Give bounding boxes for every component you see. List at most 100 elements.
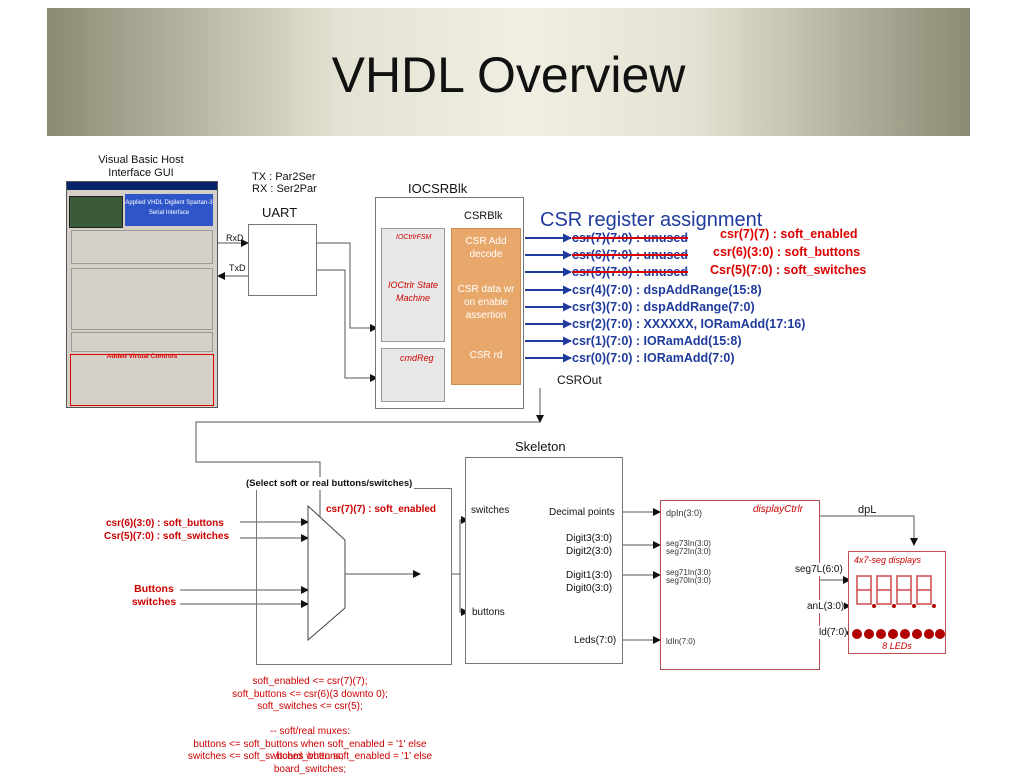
code-line-5: -- soft/real muxes: bbox=[269, 726, 351, 737]
dpin-port: dpIn(3:0) bbox=[666, 508, 703, 518]
csr-wr-line3: assertion bbox=[465, 310, 507, 321]
mux-caption: (Select soft or real buttons/switches) bbox=[244, 477, 415, 490]
skeleton-leds: Leds(7:0) bbox=[574, 635, 617, 646]
csr-row-0: csr(0)(7:0) : IORamAdd(7:0) bbox=[572, 351, 735, 365]
skeleton-digit0: Digit0(3:0) bbox=[566, 583, 613, 594]
csr-row-1: csr(1)(7:0) : IORamAdd(15:8) bbox=[572, 334, 742, 348]
skeleton-digit2: Digit2(3:0) bbox=[566, 546, 613, 557]
mux-select-label: csr(7)(7) : soft_enabled bbox=[326, 504, 437, 515]
seven-seg-title: 4x7-seg displays bbox=[854, 555, 922, 565]
dpl-line bbox=[818, 515, 918, 546]
seven-seg-digits bbox=[856, 575, 936, 608]
gui-banner-line1: Applied VHDL Digilent Spartan-3 bbox=[125, 200, 213, 206]
csr-row-3: csr(3)(7:0) : dspAddRange(7:0) bbox=[572, 300, 755, 314]
csrout-label: CSROut bbox=[557, 373, 602, 387]
csrblk-name: CSRBlk bbox=[464, 210, 503, 222]
csr-rd-label: CSR rd bbox=[469, 350, 503, 361]
mux-shape bbox=[307, 504, 346, 642]
mux-real-line2: switches bbox=[131, 596, 177, 608]
fsm-block: IOCtrlrFSM IOCtrlr State Machine bbox=[381, 228, 445, 342]
seven-seg-panel: 4x7-seg displays 8 LEDs bbox=[848, 551, 946, 654]
seg7l-label: seg7L(6:0) bbox=[795, 563, 843, 576]
csr-replacement-7: csr(7)(7) : soft_enabled bbox=[720, 227, 858, 241]
csr-row-5: csr(5)(7:0) : unused bbox=[572, 265, 688, 279]
gui-virtual-controls-box: Added Virtual Controls bbox=[70, 353, 214, 406]
gui-titlebar bbox=[67, 182, 217, 190]
txd-label: TxD bbox=[229, 263, 246, 273]
csr-wr-label: CSR data wr on enable assertion bbox=[452, 283, 520, 322]
csr-row-2: csr(2)(7:0) : XXXXXX, IORamAdd(17:16) bbox=[572, 317, 806, 331]
title-banner: VHDL Overview bbox=[47, 8, 970, 136]
code-line-7: switches <= soft_switches when soft_enab… bbox=[187, 751, 433, 775]
csr-decode-block: CSR Add decode CSR data wr on enable ass… bbox=[451, 228, 521, 385]
csr-row-4: csr(4)(7:0) : dspAddRange(15:8) bbox=[572, 283, 762, 297]
csr-replacement-6: csr(6)(3:0) : soft_buttons bbox=[713, 245, 861, 259]
code-line-6: buttons <= soft_buttons when soft_enable… bbox=[193, 738, 427, 763]
cmdreg-label: cmdReg bbox=[400, 353, 434, 363]
gui-banner-line2: Serial Interface bbox=[148, 210, 190, 216]
skeleton-digit3: Digit3(3:0) bbox=[566, 533, 613, 544]
host-label-line1: Visual Basic Host bbox=[98, 154, 184, 166]
cmdreg-block: cmdReg bbox=[381, 348, 445, 402]
mux-soft-line2: Csr(5)(7:0) : soft_switches bbox=[104, 531, 230, 542]
uart-block bbox=[248, 224, 317, 296]
skeleton-decimal-points: Decimal points bbox=[549, 507, 615, 518]
host-gui-window: Applied VHDL Digilent Spartan-3 Serial I… bbox=[66, 181, 218, 408]
code-line-1: soft_enabled <= csr(7)(7); bbox=[252, 676, 368, 687]
fsm-label: IOCtrlr State Machine bbox=[382, 279, 444, 305]
fsm-title: IOCtrlrFSM bbox=[396, 234, 432, 241]
fsm-label-line2: Machine bbox=[395, 293, 431, 303]
seg73-port: seg73In(3:0) bbox=[666, 539, 711, 548]
vhdl-code: soft_enabled <= csr(7)(7); soft_buttons … bbox=[160, 676, 460, 775]
gui-group-3 bbox=[71, 332, 213, 352]
skeleton-block bbox=[465, 457, 623, 664]
csr-replacement-5: Csr(5)(7:0) : soft_switches bbox=[710, 263, 867, 277]
uart-to-fsm bbox=[316, 242, 378, 332]
csr-wr-line1: CSR data wr bbox=[457, 284, 515, 295]
switches-fork bbox=[452, 516, 469, 575]
dpl-label: dpL bbox=[858, 504, 877, 516]
gui-banner: Applied VHDL Digilent Spartan-3 Serial I… bbox=[125, 194, 213, 226]
mux-real-line1: Buttons bbox=[134, 583, 174, 595]
seg70-port: seg70In(3:0) bbox=[666, 576, 711, 585]
csr-add-label: CSR Add decode bbox=[452, 235, 520, 261]
skeleton-buttons: buttons bbox=[472, 607, 505, 618]
ld-label: ld(7:0) bbox=[819, 626, 848, 639]
mux-soft-line1: csr(6)(3:0) : soft_buttons bbox=[106, 518, 224, 529]
code-line-4 bbox=[160, 714, 460, 727]
uart-to-cmdreg bbox=[316, 269, 378, 382]
code-line-2: soft_buttons <= csr(6)(3 downto 0); bbox=[232, 688, 388, 700]
csr-wr-line2: on enable bbox=[464, 297, 508, 308]
iocsrblk-name: IOCSRBlk bbox=[408, 181, 468, 196]
ldin-port: ldIn(7:0) bbox=[666, 637, 696, 646]
uart-rx-label: RX : Ser2Par bbox=[252, 183, 317, 195]
code-line-3: soft_switches <= csr(5); bbox=[257, 701, 363, 712]
seg72-port: seg72In(3:0) bbox=[666, 547, 711, 556]
gui-group-1 bbox=[71, 230, 213, 264]
board-photo bbox=[69, 196, 123, 228]
csr-heading: CSR register assignment bbox=[540, 209, 763, 231]
slide-title: VHDL Overview bbox=[331, 47, 686, 103]
anl-label: anL(3:0) bbox=[807, 600, 845, 613]
host-label: Visual Basic Host Interface GUI bbox=[76, 154, 206, 180]
gui-virtual-controls-label: Added Virtual Controls bbox=[106, 353, 178, 360]
mux-real-label: Buttons switches bbox=[124, 583, 184, 609]
skeleton-digit1: Digit1(3:0) bbox=[566, 570, 613, 581]
gui-group-2 bbox=[71, 268, 213, 330]
skeleton-switches: switches bbox=[471, 505, 510, 516]
uart-tx-label: TX : Par2Ser bbox=[252, 171, 316, 183]
displayctrlr-name: displayCtrlr bbox=[753, 504, 804, 515]
displayctrlr-block: displayCtrlr dpIn(3:0) seg73In(3:0) seg7… bbox=[660, 500, 820, 670]
csr-row-6: csr(6)(7:0) : unused bbox=[572, 248, 688, 262]
host-label-line2: Interface GUI bbox=[108, 167, 174, 179]
fsm-label-line1: IOCtrlr State bbox=[387, 280, 438, 290]
uart-name: UART bbox=[262, 205, 298, 220]
csr-add-line1: CSR Add bbox=[465, 236, 507, 247]
csr-add-line2: decode bbox=[469, 249, 503, 260]
csr-row-7: csr(7)(7:0) : unused bbox=[572, 231, 688, 245]
seg71-port: seg71In(3:0) bbox=[666, 568, 711, 577]
skeleton-name: Skeleton bbox=[515, 439, 566, 454]
leds-label: 8 LEDs bbox=[882, 641, 912, 651]
led-row bbox=[852, 629, 945, 639]
